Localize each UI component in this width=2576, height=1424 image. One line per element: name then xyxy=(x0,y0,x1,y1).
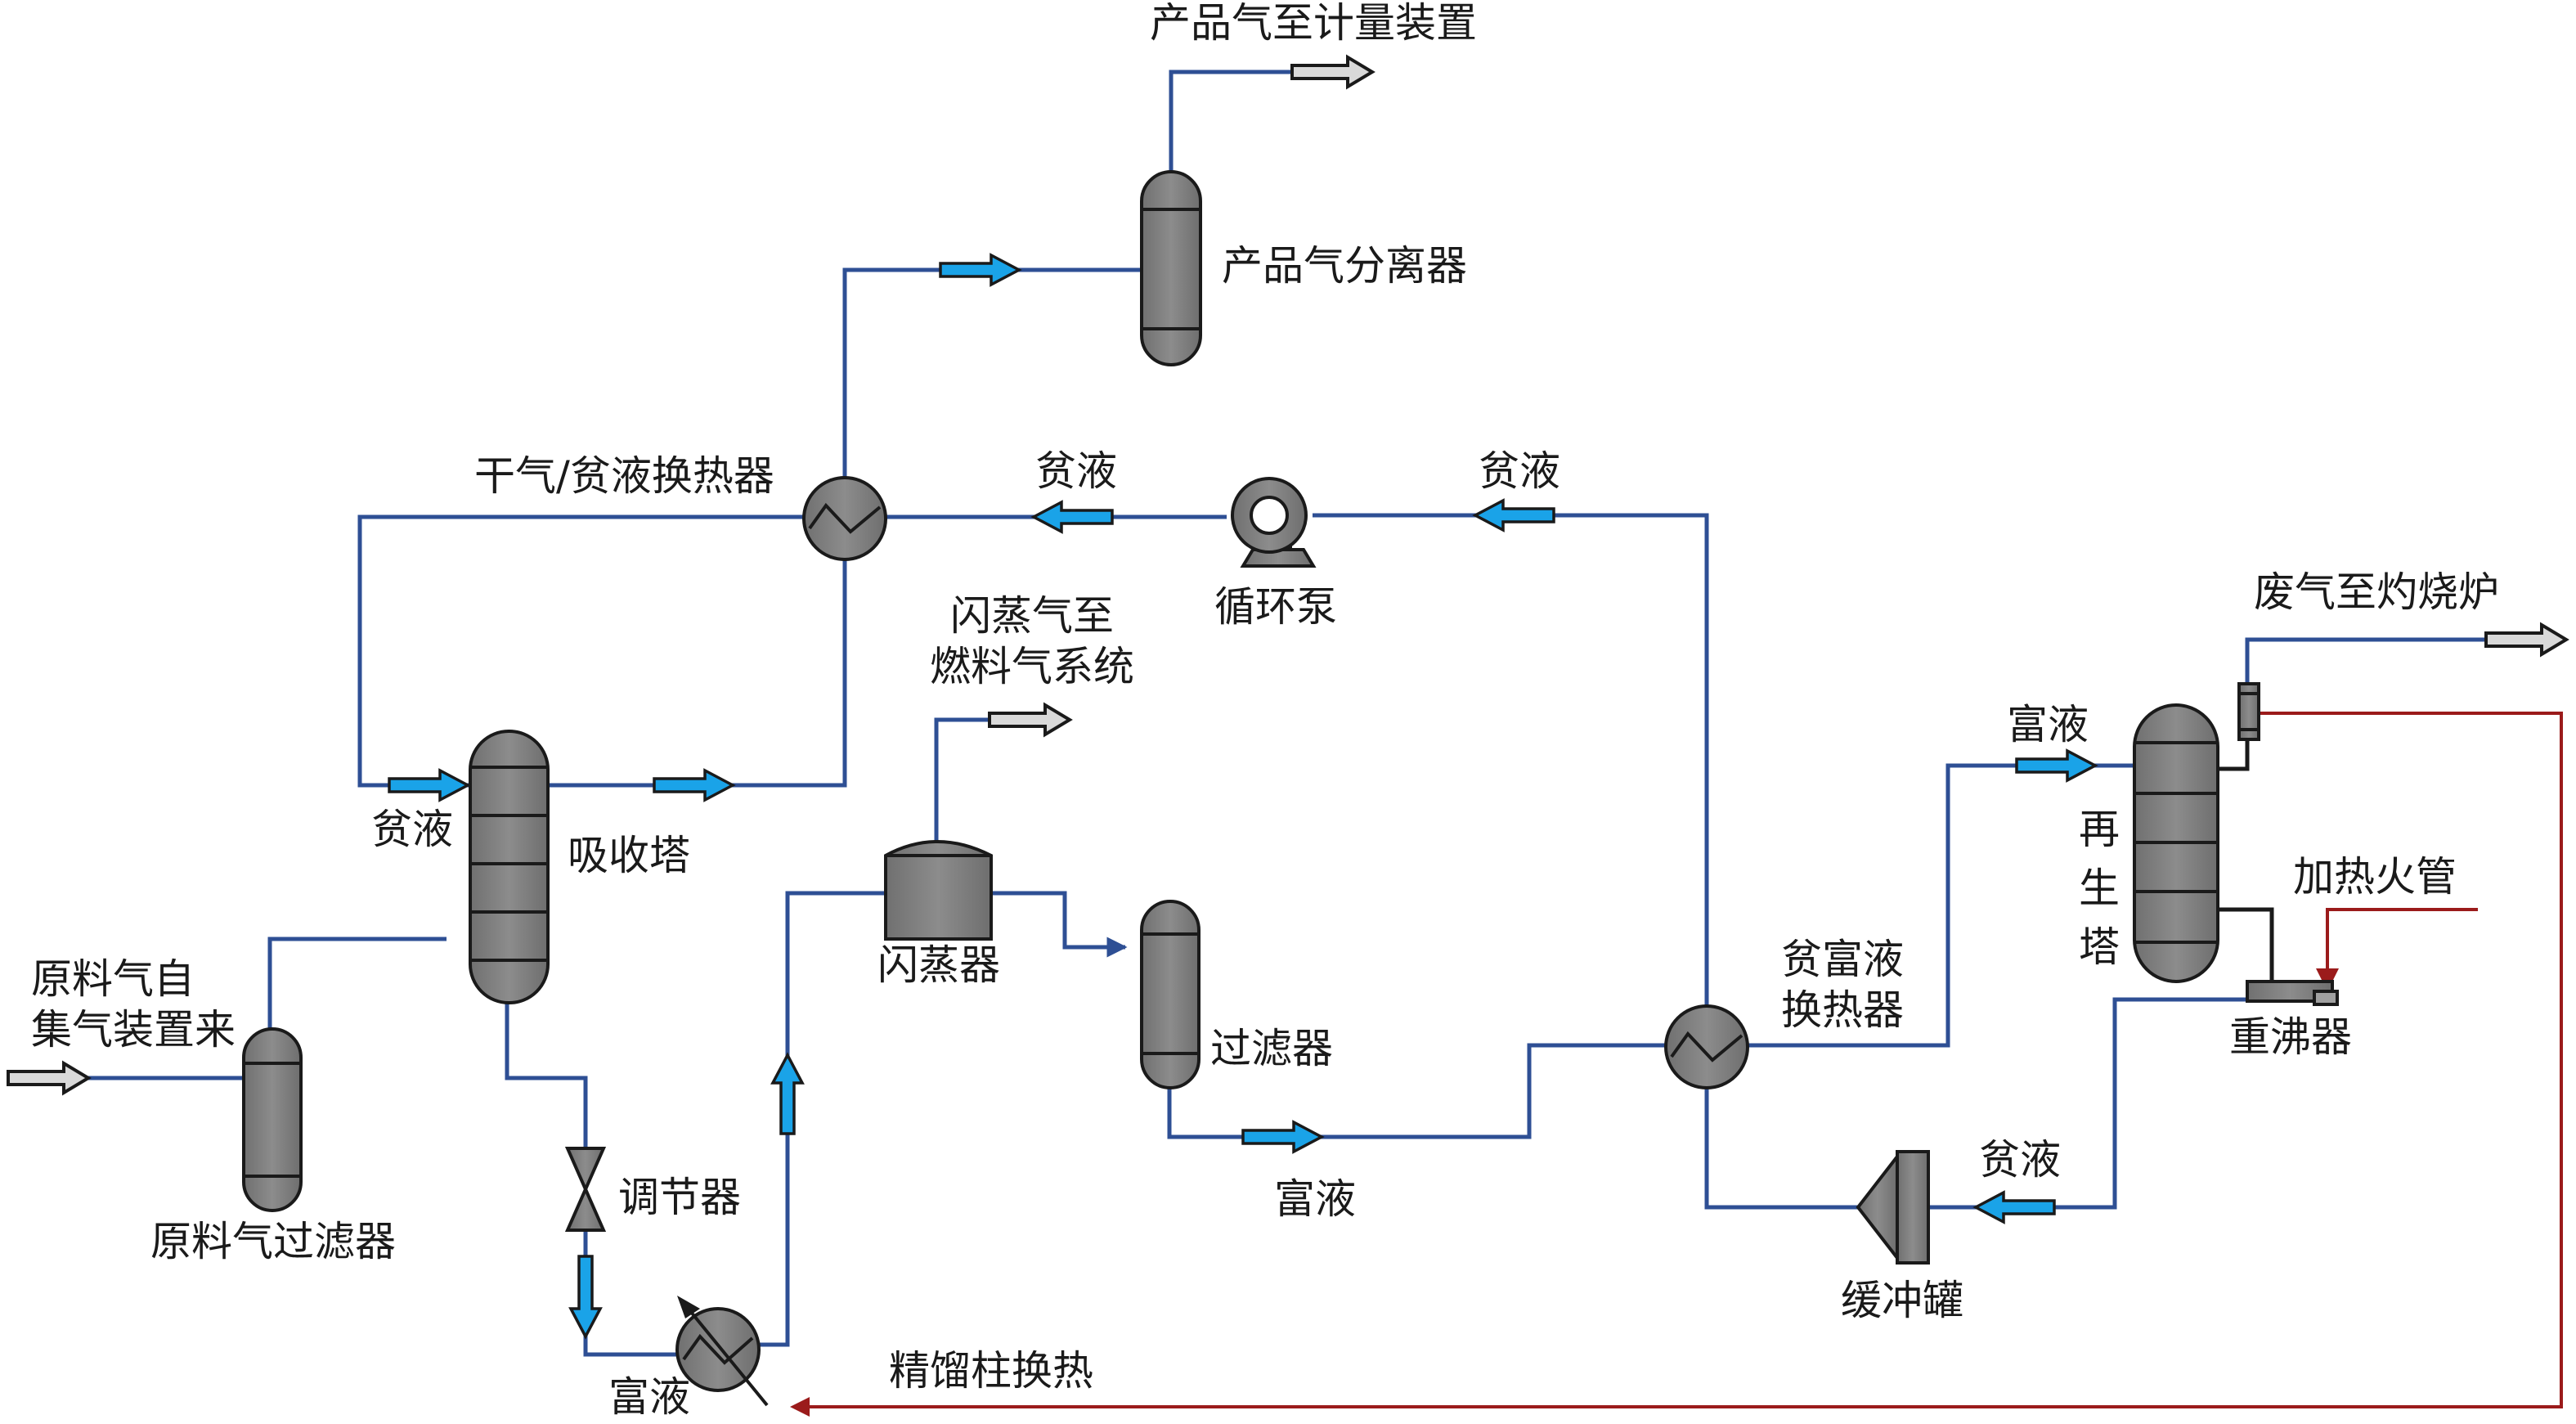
raw-gas-filter xyxy=(242,1027,303,1212)
line-flash-to-filter xyxy=(991,891,1128,958)
line-absorber-to-regulator xyxy=(505,1003,588,1148)
flow-arrow-rich-down xyxy=(568,1255,603,1340)
label-regen-2: 生 xyxy=(2079,865,2120,912)
label-rich-3: 富液 xyxy=(2007,701,2089,748)
label-rich-2: 富液 xyxy=(1274,1175,1356,1223)
dry-gas-lean-hx xyxy=(802,476,887,561)
flash-drum xyxy=(884,840,993,941)
line-filter-to-hx xyxy=(1167,1043,1668,1139)
process-lines xyxy=(88,70,2486,1357)
export-arrows xyxy=(7,54,2569,1096)
label-waste-gas: 废气至灼烧炉 xyxy=(2254,568,2499,616)
flow-arrows xyxy=(388,253,2098,1340)
column-hx xyxy=(675,1296,769,1407)
label-regen-1: 再 xyxy=(2079,806,2120,853)
line-hx-to-absorber xyxy=(357,514,804,788)
label-filter: 过滤器 xyxy=(1210,1025,1333,1072)
absorber-tower xyxy=(469,730,550,1004)
label-raw-gas-line1: 原料气自 xyxy=(31,955,195,1003)
label-lean-rich-hx-line1: 贫富液 xyxy=(1781,936,1904,983)
label-reboiler: 重沸器 xyxy=(2229,1013,2352,1061)
line-flash-gas xyxy=(934,717,990,842)
line-buffer-to-hx xyxy=(1704,1086,1858,1210)
circulation-pump xyxy=(1231,477,1317,568)
label-circ-pump: 循环泵 xyxy=(1214,583,1337,631)
product-separator xyxy=(1140,170,1202,366)
flow-arrow-rich-up xyxy=(770,1052,805,1135)
flow-arrow-rich-to-regen xyxy=(2015,748,2098,783)
flow-arrow-lean-left-2 xyxy=(1472,498,1555,532)
label-raw-gas: 原料气自 集气装置来 xyxy=(31,954,236,1055)
filter-vessel xyxy=(1140,900,1200,1089)
label-flash-gas-line1: 闪蒸气至 xyxy=(950,592,1114,640)
label-rich-1: 富液 xyxy=(608,1373,690,1421)
flow-arrow-lean-to-buffer xyxy=(1972,1190,2056,1224)
flow-arrow-lean-into-absorber xyxy=(388,768,471,802)
label-flash-gas: 闪蒸气至 燃料气系统 xyxy=(930,591,1134,692)
label-flash-gas-line2: 燃料气系统 xyxy=(930,643,1134,690)
line-regulator-to-hx xyxy=(583,1230,684,1357)
regulator-valve xyxy=(564,1147,607,1232)
label-product-separator: 产品气分离器 xyxy=(1222,242,1467,290)
label-flash-drum: 闪蒸器 xyxy=(877,941,1000,989)
export-arrow-waste xyxy=(2484,622,2569,658)
export-arrow-product xyxy=(1290,54,1376,90)
flow-arrow-to-separator xyxy=(939,253,1022,287)
label-regulator: 调节器 xyxy=(618,1174,741,1221)
label-raw-gas-line2: 集气装置来 xyxy=(31,1006,236,1053)
import-arrow-raw-gas xyxy=(7,1060,92,1096)
flow-arrow-filter-out xyxy=(1241,1120,1325,1154)
reboiler xyxy=(2246,980,2339,1006)
line-regen-overhead xyxy=(2245,637,2486,705)
buffer-tank xyxy=(1856,1150,1930,1265)
flow-arrow-lean-left-1 xyxy=(1030,500,1114,534)
label-lean-3: 贫液 xyxy=(371,806,453,853)
line-filter-to-absorber xyxy=(267,937,447,1029)
lean-rich-hx xyxy=(1664,1004,1749,1089)
label-regen-3: 塔 xyxy=(2079,923,2120,971)
label-lean-rich-hx: 贫富液 换热器 xyxy=(1781,934,1904,1035)
overhead-condenser xyxy=(2237,682,2260,741)
line-heating-tube xyxy=(2326,908,2478,973)
line-reboiler-out xyxy=(1930,997,2247,1210)
label-lean-2: 贫液 xyxy=(1479,447,1560,495)
label-regen-tower: 再 生 塔 xyxy=(2079,800,2120,977)
label-raw-gas-filter: 原料气过滤器 xyxy=(150,1218,396,1265)
line-hx-to-separator xyxy=(842,267,1142,478)
regeneration-tower xyxy=(2133,703,2219,983)
label-product-to-meter: 产品气至计量装置 xyxy=(1150,0,1477,47)
label-dry-gas-hx: 干气/贫液换热器 xyxy=(474,452,774,500)
label-lean-rich-hx-line2: 换热器 xyxy=(1781,986,1904,1034)
label-column-hx: 精馏柱换热 xyxy=(889,1347,1093,1395)
regen-connections xyxy=(2218,738,2274,982)
line-product-to-meter xyxy=(1169,70,1292,172)
label-absorber: 吸收塔 xyxy=(568,832,690,879)
label-heating-tube: 加热火管 xyxy=(2293,853,2457,901)
line-hx-to-flash xyxy=(752,891,886,1347)
line-overhead-to-column-hx xyxy=(806,712,2563,1408)
line-absorber-to-hx xyxy=(548,559,847,788)
label-buffer-tank: 缓冲罐 xyxy=(1841,1277,1963,1324)
line-lean-return xyxy=(1313,513,1709,1006)
export-arrow-flash xyxy=(988,702,1073,738)
flow-arrow-absorber-out xyxy=(653,768,736,802)
label-lean-1: 贫液 xyxy=(1035,447,1117,495)
label-lean-4: 贫液 xyxy=(1979,1136,2061,1184)
